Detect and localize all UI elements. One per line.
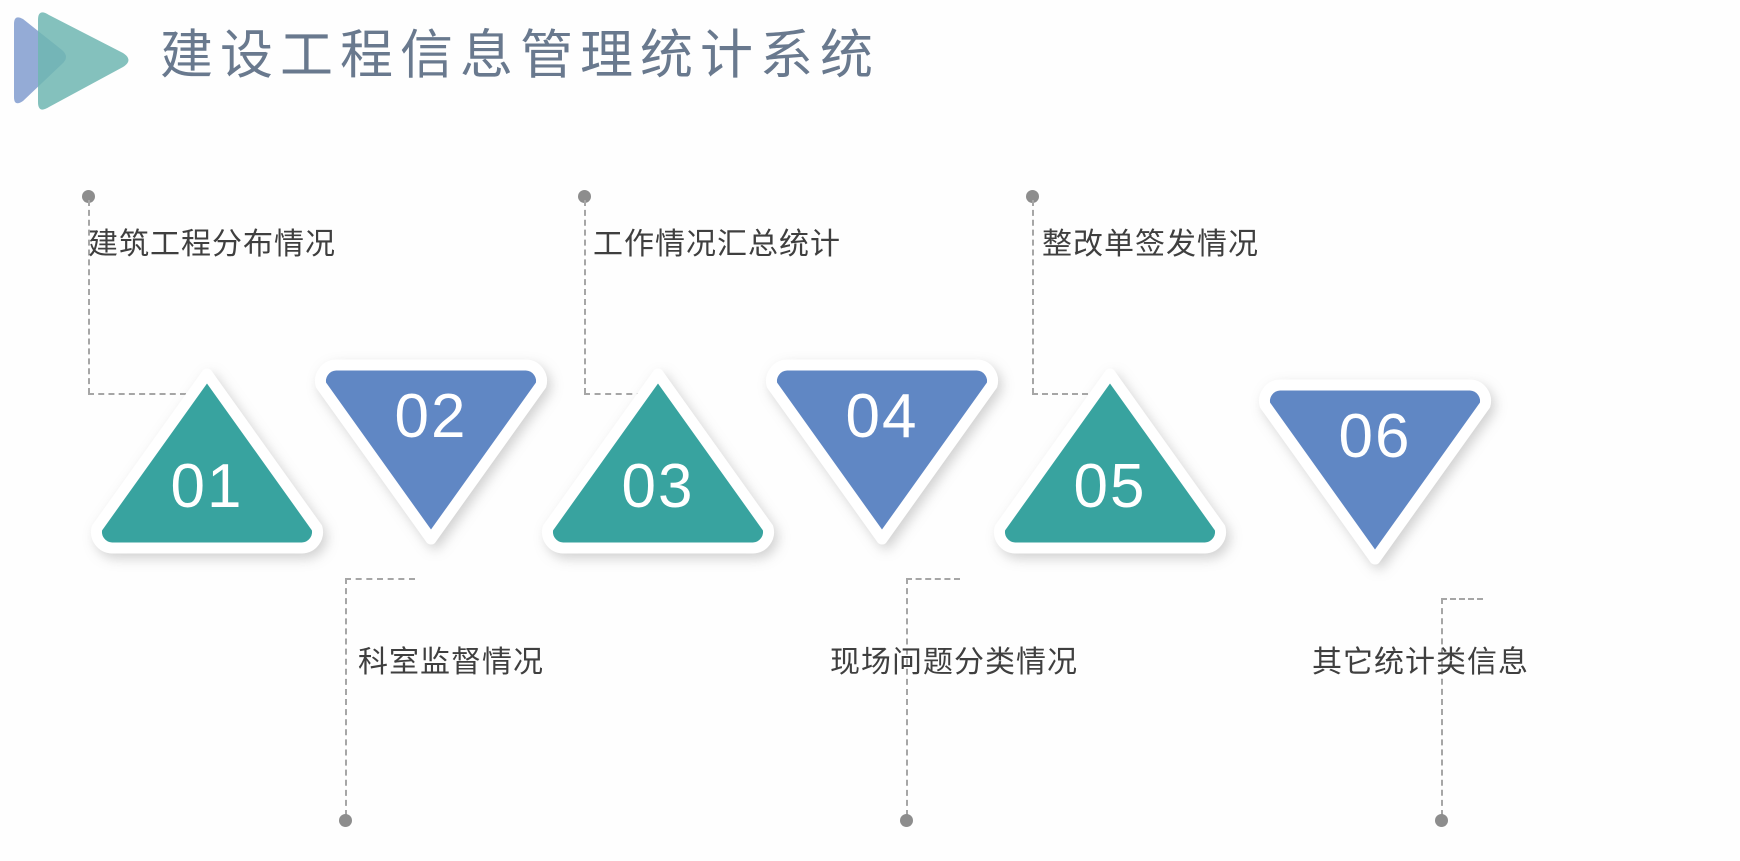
connector-vline-03 [584,200,586,394]
step-shape-05[interactable]: 05 [965,352,1255,567]
connector-hline-01 [88,393,186,395]
connector-dot-04 [900,814,913,827]
logo-front-triangle [38,12,129,110]
triangle-up-03 [542,368,774,554]
step-label-01: 建筑工程分布情况 [88,228,336,261]
connector-hline-04 [906,578,960,580]
connector-vline-06 [1441,598,1443,816]
connector-vline-02 [345,578,347,816]
connector-hline-02 [345,578,415,580]
connector-hline-05 [1032,393,1098,395]
step-shape-06[interactable]: 06 [1230,366,1520,581]
step-label-03: 工作情况汇总统计 [593,228,841,261]
connector-dot-01 [82,190,95,203]
connector-vline-05 [1032,200,1034,394]
connector-vline-01 [88,200,90,394]
step-label-05: 整改单签发情况 [1042,228,1259,261]
page-title: 建设工程信息管理统计系统 [160,26,880,85]
step-label-04: 现场问题分类情况 [830,646,1078,679]
play-triangles-logo [4,6,144,116]
header: 建设工程信息管理统计系统 [0,0,1740,130]
step-label-06: 其它统计类信息 [1312,646,1529,679]
connector-dot-06 [1435,814,1448,827]
triangle-up-05 [994,368,1226,554]
connector-dot-05 [1026,190,1039,203]
triangle-up-01 [91,368,323,554]
triangle-down-02 [315,359,547,545]
triangle-down-04 [766,359,998,545]
connector-hline-03 [584,393,664,395]
connector-dot-02 [339,814,352,827]
triangle-down-06 [1259,379,1491,565]
connector-dot-03 [578,190,591,203]
step-label-02: 科室监督情况 [358,646,544,679]
connector-hline-06 [1441,598,1483,600]
connector-vline-04 [906,578,908,816]
